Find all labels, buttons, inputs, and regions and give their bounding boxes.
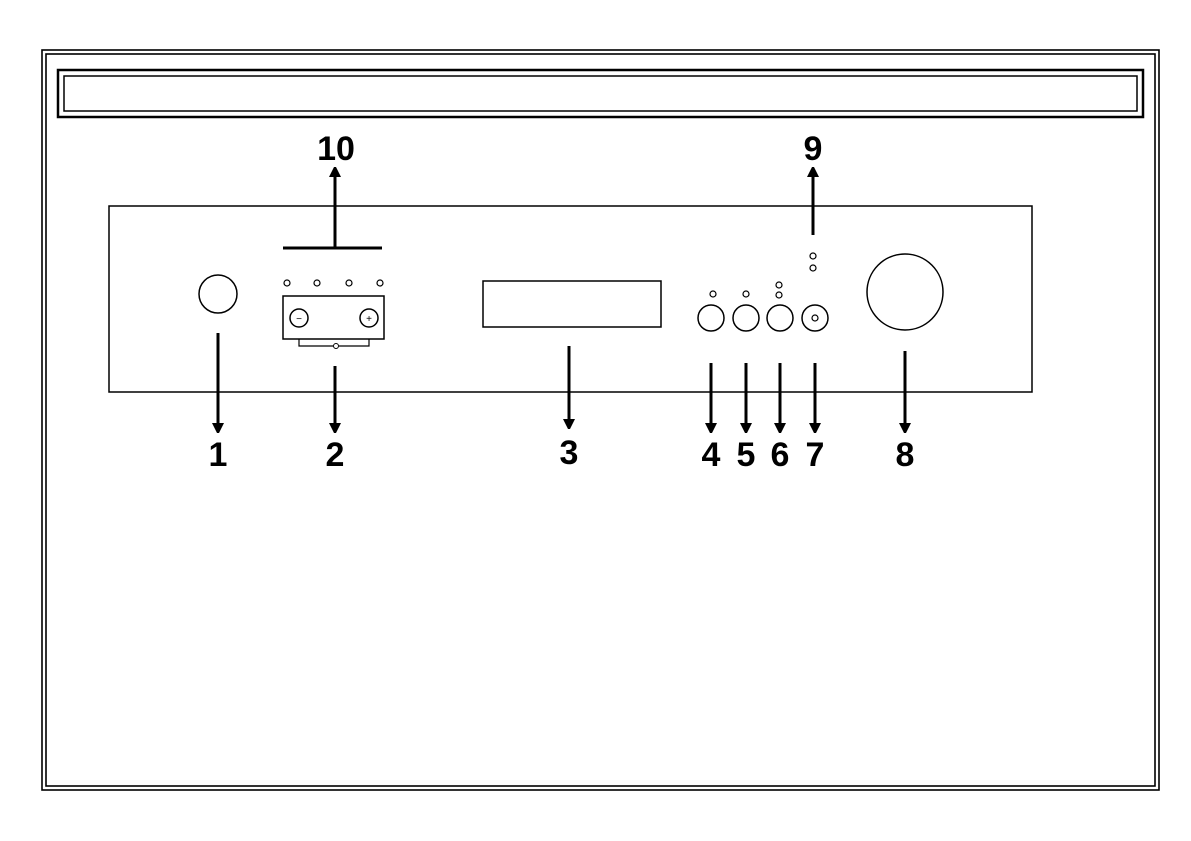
source-link-dot: [334, 344, 339, 349]
page-border-outer: [42, 50, 1159, 790]
source-plus-label: +: [366, 314, 372, 325]
function-button-6[interactable]: [767, 305, 793, 331]
indicator-led-bottom: [810, 265, 816, 271]
volume-knob[interactable]: [867, 254, 943, 330]
callout-label-10: 10: [317, 130, 355, 168]
callout-label-4: 4: [702, 436, 721, 474]
indicator-led-top: [810, 253, 816, 259]
callout-label-6: 6: [771, 436, 790, 474]
callout-label-3: 3: [560, 434, 579, 472]
source-led-3: [346, 280, 352, 286]
callout-label-2: 2: [326, 436, 345, 474]
button-4-led: [710, 291, 716, 297]
button-6-led-top: [776, 282, 782, 288]
headphone-jack[interactable]: [802, 305, 828, 331]
function-button-4[interactable]: [698, 305, 724, 331]
display-window: [483, 281, 661, 327]
header-box-inner: [64, 76, 1137, 111]
header-box-outer: [58, 70, 1143, 117]
function-button-5[interactable]: [733, 305, 759, 331]
button-5-led: [743, 291, 749, 297]
callout-label-8: 8: [896, 436, 915, 474]
page-border-inner: [46, 54, 1155, 786]
callout-label-5: 5: [737, 436, 756, 474]
callout-label-1: 1: [209, 436, 228, 474]
headphone-jack-center: [812, 315, 818, 321]
source-led-2: [314, 280, 320, 286]
power-button[interactable]: [199, 275, 237, 313]
source-led-1: [284, 280, 290, 286]
source-minus-label: −: [296, 314, 302, 325]
button-6-led-bottom: [776, 292, 782, 298]
source-led-4: [377, 280, 383, 286]
callout-label-9: 9: [804, 130, 823, 168]
callout-label-7: 7: [806, 436, 825, 474]
